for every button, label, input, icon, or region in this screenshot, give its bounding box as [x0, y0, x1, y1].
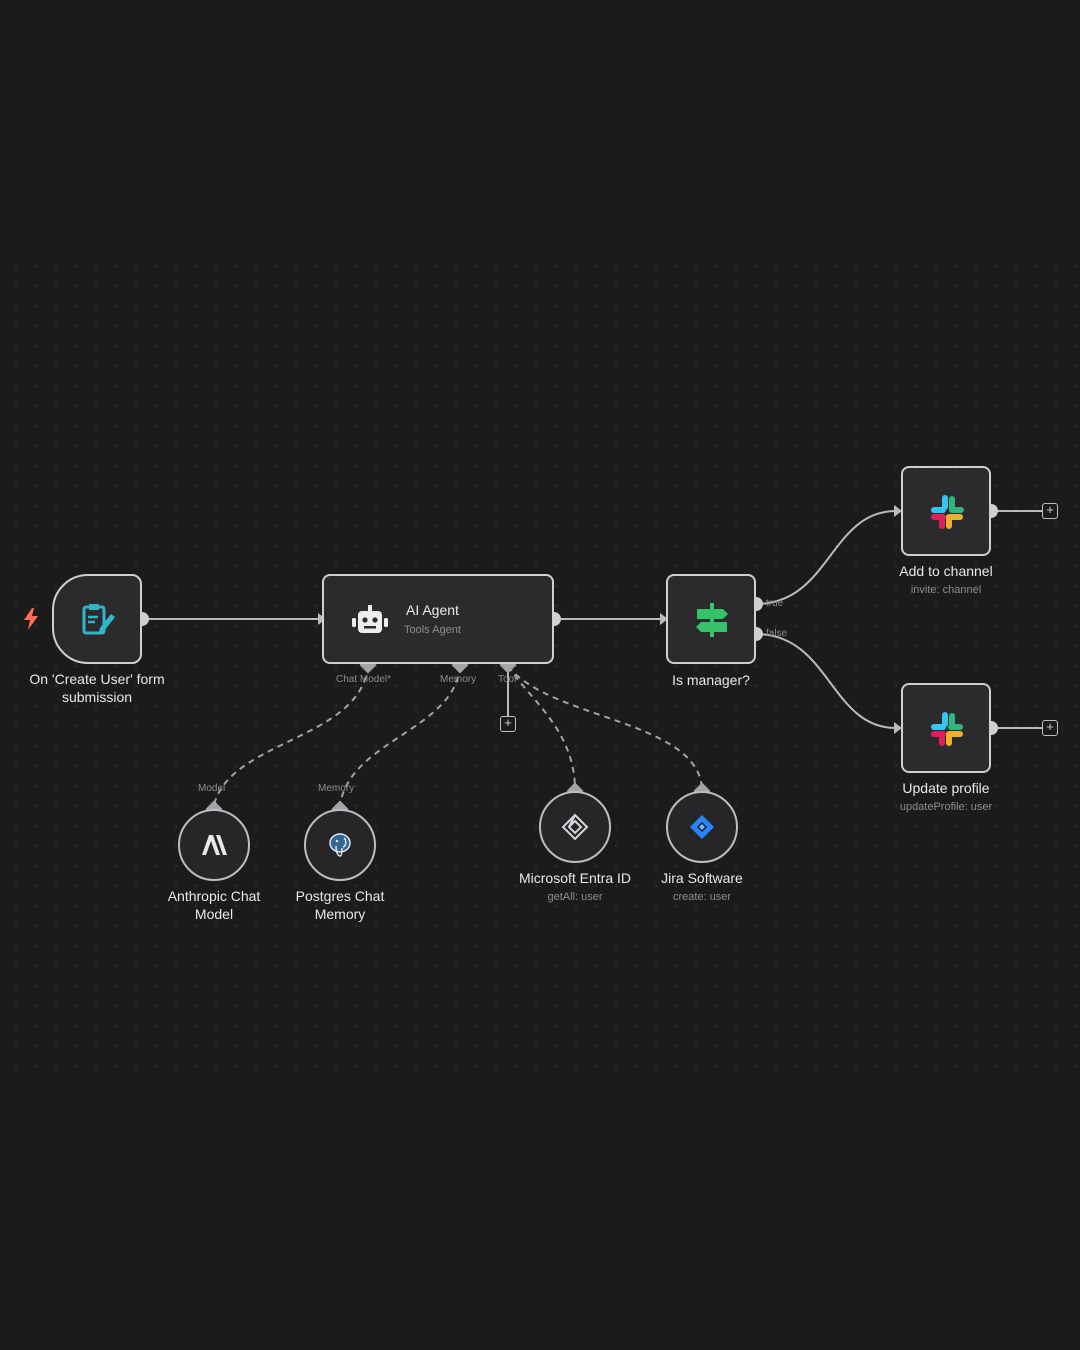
slack-icon [927, 709, 967, 749]
port-label-false: false [766, 628, 788, 639]
entra-sub: getAll: user [547, 891, 603, 903]
jira-sub: create: user [672, 891, 732, 903]
trigger-label-line2: submission [61, 689, 133, 705]
robot-icon [350, 604, 390, 638]
postgres-icon [306, 811, 374, 879]
trigger-label: On 'Create User' form submission [29, 670, 164, 706]
node-form-trigger[interactable] [52, 574, 142, 664]
node-microsoft-entra-id[interactable] [539, 791, 611, 863]
add-tool-button[interactable]: + [500, 716, 516, 732]
entra-label: Microsoft Entra ID [518, 870, 632, 886]
anthropic-label: Anthropic Chat Model [168, 887, 261, 923]
jira-label: Jira Software [661, 870, 743, 886]
node-ai-agent[interactable]: AI Agent Tools Agent [322, 574, 554, 664]
add-to-channel-label: Add to channel [899, 563, 993, 579]
node-is-manager[interactable] [666, 574, 756, 664]
postgres-label-line1: Postgres Chat [295, 888, 385, 904]
port-label-chat-model: Chat Model* [336, 674, 392, 685]
jira-icon [668, 793, 736, 861]
add-after-channel-button[interactable]: + [1042, 503, 1058, 519]
port-label-model-in: Model [198, 783, 226, 794]
add-after-profile-button[interactable]: + [1042, 720, 1058, 736]
port-label-tool: Tool [498, 674, 517, 685]
form-edit-icon [78, 600, 118, 640]
node-anthropic-chat-model[interactable] [178, 809, 250, 881]
node-add-to-channel[interactable] [901, 466, 991, 556]
if-label: Is manager? [672, 672, 750, 688]
port-label-memory-in: Memory [318, 783, 355, 794]
anthropic-label-line2: Model [194, 906, 234, 922]
anthropic-icon [180, 811, 248, 879]
node-jira-software[interactable] [666, 791, 738, 863]
node-update-profile[interactable] [901, 683, 991, 773]
signpost-icon [692, 600, 732, 640]
postgres-label-line2: Memory [314, 906, 366, 922]
agent-subtitle: Tools Agent [404, 624, 461, 636]
update-profile-sub: updateProfile: user [899, 801, 993, 813]
agent-title: AI Agent [406, 602, 459, 618]
node-postgres-chat-memory[interactable] [304, 809, 376, 881]
anthropic-label-line1: Anthropic Chat [167, 888, 261, 904]
postgres-label: Postgres Chat Memory [296, 887, 385, 923]
trigger-bolt-icon [22, 606, 40, 632]
entra-icon [541, 793, 609, 861]
update-profile-label: Update profile [902, 780, 990, 796]
add-to-channel-sub: invite: channel [910, 584, 982, 596]
trigger-label-line1: On 'Create User' form [29, 671, 165, 687]
port-label-true: true [766, 598, 784, 609]
slack-icon [927, 492, 967, 532]
port-label-memory: Memory [440, 674, 477, 685]
